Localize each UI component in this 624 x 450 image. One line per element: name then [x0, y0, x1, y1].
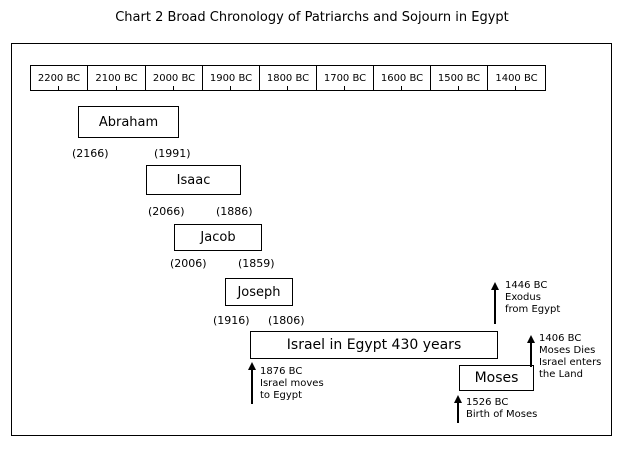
timeline-cell: 1500 BC — [431, 66, 488, 90]
israel-moves-note: 1876 BC Israel moves to Egypt — [260, 366, 324, 401]
isaac-start-year: (2066) — [148, 205, 185, 218]
timeline-bar: 2200 BC 2100 BC 2000 BC 1900 BC 1800 BC … — [30, 65, 546, 91]
israel-moves-arrow — [247, 362, 257, 404]
tick-mark — [230, 86, 231, 91]
isaac-box: Isaac — [146, 165, 241, 195]
timeline-cell: 2100 BC — [88, 66, 146, 90]
isaac-end-year: (1886) — [216, 205, 253, 218]
abraham-end-year: (1991) — [154, 147, 191, 160]
israel-in-egypt-box: Israel in Egypt 430 years — [250, 331, 498, 359]
timeline-cell: 1900 BC — [203, 66, 260, 90]
chart-title: Chart 2 Broad Chronology of Patriarchs a… — [115, 10, 509, 25]
tick-mark — [116, 86, 117, 91]
abraham-start-year: (2166) — [72, 147, 109, 160]
tick-mark — [458, 86, 459, 91]
timeline-cell: 1600 BC — [374, 66, 431, 90]
timeline-cell: 2000 BC — [146, 66, 203, 90]
birth-of-moses-note: 1526 BC Birth of Moses — [466, 397, 538, 420]
timeline-cell: 1400 BC — [495, 72, 538, 84]
joseph-start-year: (1916) — [213, 314, 250, 327]
joseph-box: Joseph — [225, 278, 293, 306]
moses-box: Moses — [459, 365, 534, 391]
jacob-start-year: (2006) — [170, 257, 207, 270]
birth-of-moses-arrow — [453, 395, 463, 423]
timeline-cell: 1700 BC — [317, 66, 374, 90]
timeline-cell: 1800 BC — [260, 66, 317, 90]
tick-mark — [287, 86, 288, 91]
tick-mark — [344, 86, 345, 91]
exodus-arrow — [490, 282, 500, 324]
diagram-frame — [11, 43, 612, 436]
jacob-end-year: (1859) — [238, 257, 275, 270]
tick-mark — [515, 86, 516, 91]
timeline-cell: 2200 BC — [31, 66, 88, 90]
moses-dies-note: 1406 BC Moses Dies Israel enters the Lan… — [539, 333, 602, 380]
tick-mark — [401, 86, 402, 91]
tick-mark — [173, 86, 174, 91]
exodus-note: 1446 BC Exodus from Egypt — [505, 280, 561, 315]
timeline-ticks — [30, 85, 547, 91]
moses-dies-arrow — [526, 335, 536, 367]
joseph-end-year: (1806) — [268, 314, 305, 327]
jacob-box: Jacob — [174, 224, 262, 251]
tick-mark — [58, 86, 59, 91]
abraham-box: Abraham — [78, 106, 179, 138]
